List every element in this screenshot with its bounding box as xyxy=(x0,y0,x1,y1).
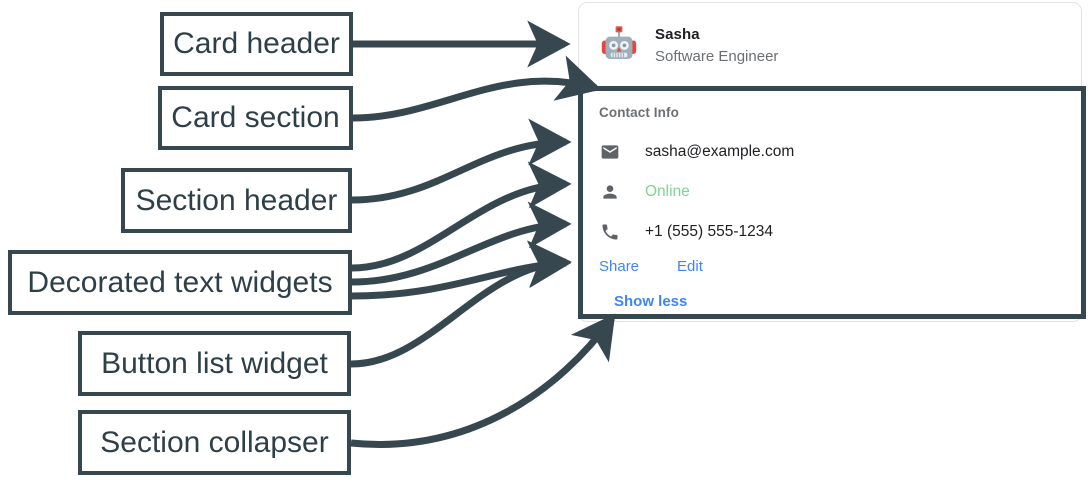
decorated-text-phone[interactable]: +1 (555) 555-1234 xyxy=(599,218,1081,246)
card-header-title: Sasha xyxy=(655,25,700,43)
callout-section-collapser-label: Section collapser xyxy=(100,425,329,459)
phone-icon xyxy=(599,221,621,243)
connector-decorated-text-2 xyxy=(351,201,572,286)
callout-section-header-label: Section header xyxy=(135,183,338,217)
callout-decorated-text-label: Decorated text widgets xyxy=(27,265,333,299)
callout-section-header: Section header xyxy=(121,168,352,233)
connector-decorated-text-1 xyxy=(351,161,572,272)
person-icon xyxy=(599,181,621,203)
email-icon xyxy=(599,141,621,163)
connector-button-list xyxy=(350,240,572,368)
connector-decorated-text-3 xyxy=(351,241,572,300)
callout-card-section-label: Card section xyxy=(171,101,340,134)
card-header-text: Sasha Software Engineer xyxy=(655,26,778,65)
decorated-text-status-label: Online xyxy=(645,183,690,200)
connector-card-section xyxy=(352,55,602,122)
decorated-text-email-label: sasha@example.com xyxy=(645,143,795,160)
callout-section-collapser: Section collapser xyxy=(78,410,351,475)
section-collapser-button[interactable]: Show less xyxy=(614,293,688,310)
decorated-text-status[interactable]: Online xyxy=(599,178,1081,206)
edit-button[interactable]: Edit xyxy=(677,258,703,275)
robot-avatar-icon xyxy=(597,23,641,67)
callout-button-list: Button list widget xyxy=(78,331,351,396)
card-section: Contact Info sasha@example.com Online xyxy=(579,87,1081,311)
button-list-widget: Share Edit xyxy=(599,258,1081,275)
callout-card-section: Card section xyxy=(158,86,353,150)
card-header-subtitle: Software Engineer xyxy=(655,47,779,65)
decorated-text-email[interactable]: sasha@example.com xyxy=(599,138,1081,166)
section-header: Contact Info xyxy=(599,105,679,120)
card-header: Sasha Software Engineer xyxy=(579,3,1081,87)
card: Sasha Software Engineer Contact Info sas… xyxy=(578,2,1082,322)
connector-section-header xyxy=(351,118,572,204)
callout-card-header: Card header xyxy=(160,12,353,76)
callout-card-header-label: Card header xyxy=(173,27,340,60)
share-button[interactable]: Share xyxy=(599,258,640,275)
callout-decorated-text: Decorated text widgets xyxy=(8,250,352,315)
callout-button-list-label: Button list widget xyxy=(101,346,328,380)
decorated-text-phone-label: +1 (555) 555-1234 xyxy=(645,223,773,240)
connector-section-collapser xyxy=(350,313,616,448)
